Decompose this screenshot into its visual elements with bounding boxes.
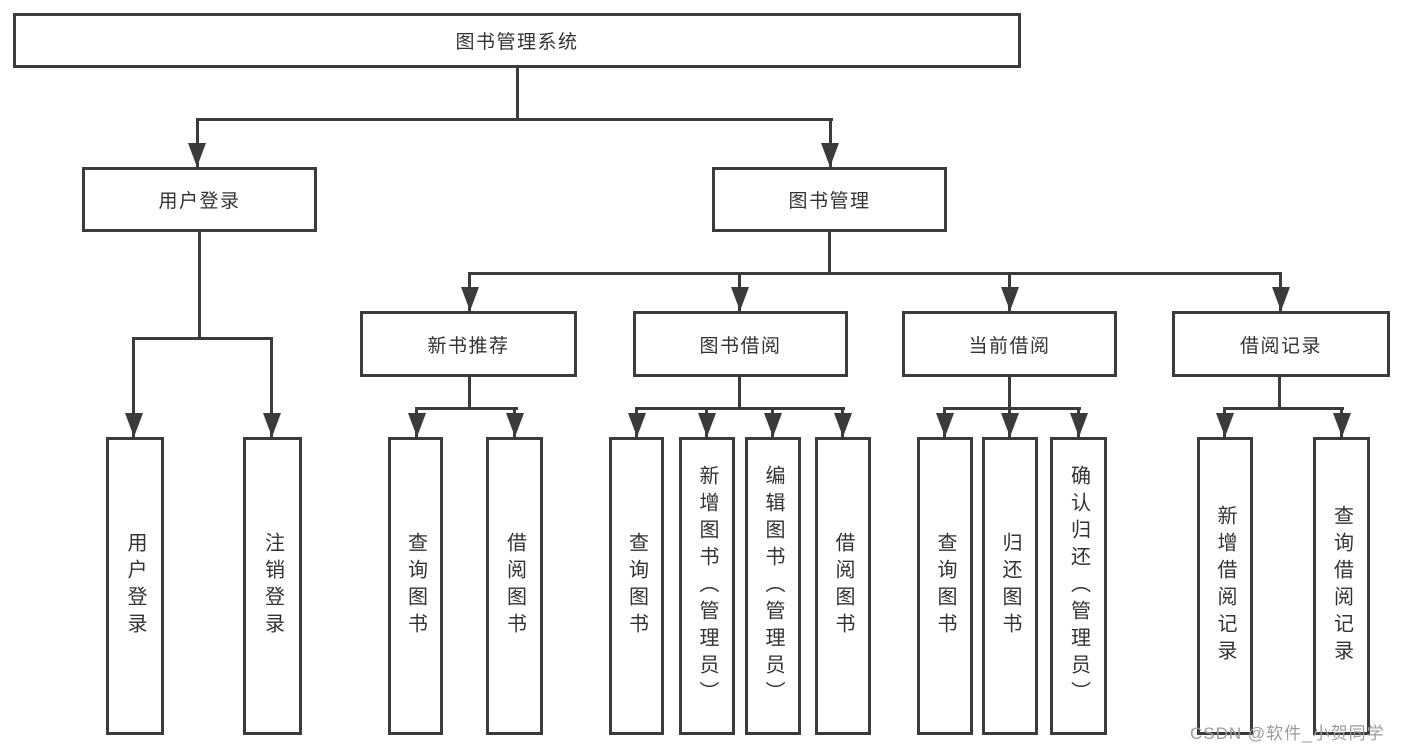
arrow-down-icon [936, 413, 954, 437]
node-borrowing-records-label: 借阅记录 [1239, 335, 1322, 357]
leaf-logout-label: 注销登录 [261, 532, 284, 640]
connector-line [943, 407, 1081, 410]
arrow-down-icon [506, 413, 524, 437]
leaf-confirm-return-admin-label: 确认归还（管理员） [1067, 464, 1090, 708]
node-book-management-label: 图书管理 [788, 191, 871, 212]
arrow-down-icon [834, 413, 852, 437]
connector-line [1008, 377, 1011, 407]
connector-line [635, 407, 845, 410]
leaf-borrow-books: 借阅图书 [815, 437, 871, 735]
arrow-down-icon [1001, 413, 1019, 437]
arrow-down-icon [628, 413, 646, 437]
arrow-down-icon [821, 143, 839, 167]
node-borrowing-records: 借阅记录 [1172, 311, 1390, 377]
arrow-down-icon [1333, 413, 1351, 437]
leaf-query-borrow-record: 查询借阅记录 [1313, 437, 1370, 735]
arrow-down-icon [764, 413, 782, 437]
leaf-query-books-recommend-label: 查询图书 [404, 532, 427, 640]
arrow-down-icon [731, 287, 749, 311]
node-current-borrowing: 当前借阅 [902, 311, 1117, 377]
leaf-user-login: 用户登录 [106, 437, 164, 735]
arrow-down-icon [1216, 413, 1234, 437]
connector-line [198, 232, 201, 337]
node-book-management: 图书管理 [712, 167, 947, 232]
node-current-borrowing-label: 当前借阅 [968, 335, 1051, 357]
connector-line [415, 407, 518, 410]
leaf-borrow-books-recommend-label: 借阅图书 [503, 532, 526, 640]
connector-line [516, 68, 519, 118]
leaf-edit-book-admin-label: 编辑图书（管理员） [762, 464, 784, 708]
arrow-down-icon [1272, 287, 1290, 311]
leaf-borrow-books-label: 借阅图书 [832, 532, 854, 640]
node-user-login: 用户登录 [82, 167, 317, 232]
arrow-down-icon [408, 413, 426, 437]
connector-line [1223, 407, 1344, 410]
leaf-return-books: 归还图书 [982, 437, 1038, 735]
arrow-down-icon [188, 143, 206, 167]
leaf-query-books-current-label: 查询图书 [934, 532, 956, 640]
node-new-book-recommendation: 新书推荐 [360, 311, 577, 377]
arrow-down-icon [263, 413, 281, 437]
connector-line [738, 377, 741, 407]
leaf-user-login-label: 用户登录 [124, 532, 146, 640]
leaf-add-borrow-record-label: 新增借阅记录 [1214, 505, 1236, 667]
arrow-down-icon [698, 413, 716, 437]
connector-line [829, 118, 832, 167]
node-new-book-recommendation-label: 新书推荐 [427, 335, 510, 357]
arrow-down-icon [1001, 287, 1019, 311]
connector-line [196, 118, 199, 167]
connector-line [132, 337, 273, 340]
leaf-add-book-admin: 新增图书（管理员） [679, 437, 735, 735]
leaf-query-books-borrowing-label: 查询图书 [625, 532, 648, 640]
node-book-borrowing-label: 图书借阅 [699, 335, 782, 357]
arrow-down-icon [1070, 413, 1088, 437]
leaf-query-borrow-record-label: 查询借阅记录 [1330, 505, 1353, 667]
node-library-system: 图书管理系统 [13, 13, 1021, 68]
leaf-query-books-borrowing: 查询图书 [609, 437, 664, 735]
arrow-down-icon [125, 413, 143, 437]
arrow-down-icon [461, 287, 479, 311]
node-library-system-label: 图书管理系统 [455, 32, 579, 53]
leaf-query-books-recommend: 查询图书 [388, 437, 443, 735]
watermark: CSDN @软件_小贺同学 [1190, 724, 1385, 743]
leaf-add-book-admin-label: 新增图书（管理员） [696, 464, 718, 708]
leaf-confirm-return-admin: 确认归还（管理员） [1050, 437, 1107, 735]
leaf-query-books-current: 查询图书 [917, 437, 973, 735]
leaf-logout: 注销登录 [243, 437, 302, 735]
connector-line [468, 272, 1282, 275]
connector-line [468, 377, 471, 407]
leaf-add-borrow-record: 新增借阅记录 [1197, 437, 1253, 735]
leaf-return-books-label: 归还图书 [999, 532, 1021, 640]
node-user-login-label: 用户登录 [158, 191, 241, 212]
node-book-borrowing: 图书借阅 [633, 311, 848, 377]
connector-line [1278, 377, 1281, 407]
connector-line [270, 337, 273, 437]
connector-line [828, 232, 831, 272]
leaf-borrow-books-recommend: 借阅图书 [486, 437, 543, 735]
connector-line [196, 118, 833, 121]
leaf-edit-book-admin: 编辑图书（管理员） [745, 437, 801, 735]
connector-line [132, 337, 135, 437]
